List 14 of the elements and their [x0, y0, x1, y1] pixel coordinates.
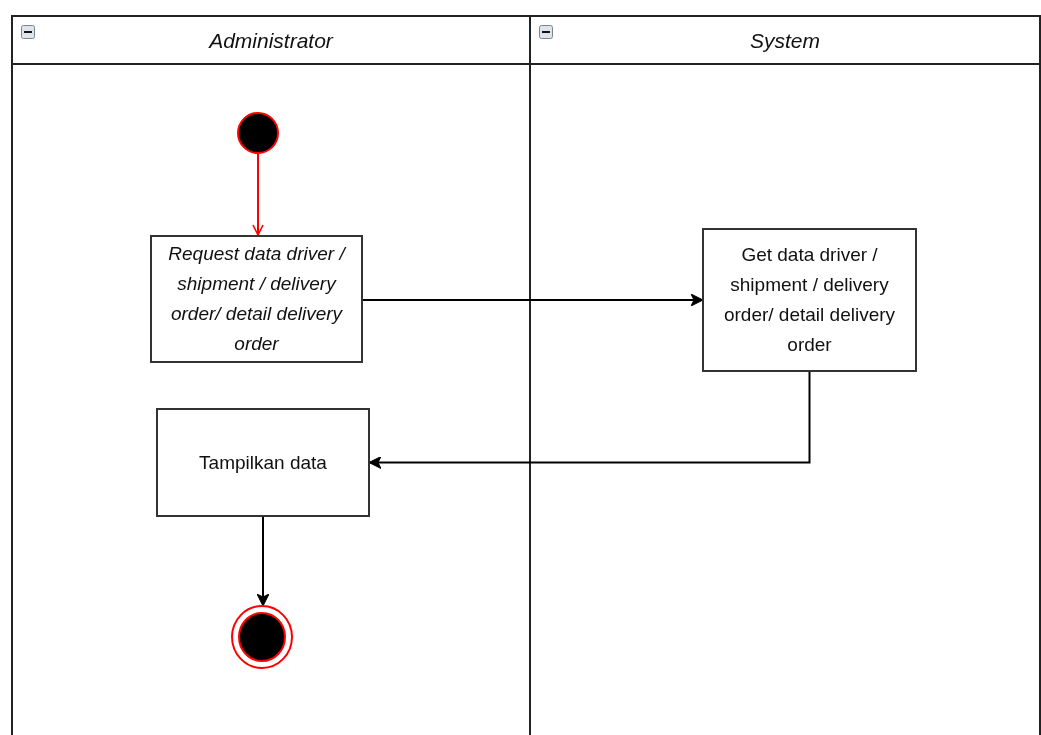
activity-box	[702, 228, 917, 372]
arrow	[362, 293, 704, 307]
activity-label: Get data driver / shipment / delivery order/ detail delivery order	[722, 243, 897, 357]
activity-label: Tampilkan data	[199, 450, 327, 475]
swimlane	[11, 15, 531, 735]
arrow	[368, 371, 811, 469]
lane-title: System	[750, 29, 820, 53]
lane-title: Administrator	[209, 29, 333, 53]
activity-box	[156, 408, 370, 517]
arrow	[256, 516, 270, 607]
arrow	[252, 153, 264, 236]
swimlane	[529, 15, 1041, 735]
activity-label: Request data driver / shipment / delivery order/ detail delivery order	[167, 242, 348, 356]
activity-box	[150, 235, 363, 363]
